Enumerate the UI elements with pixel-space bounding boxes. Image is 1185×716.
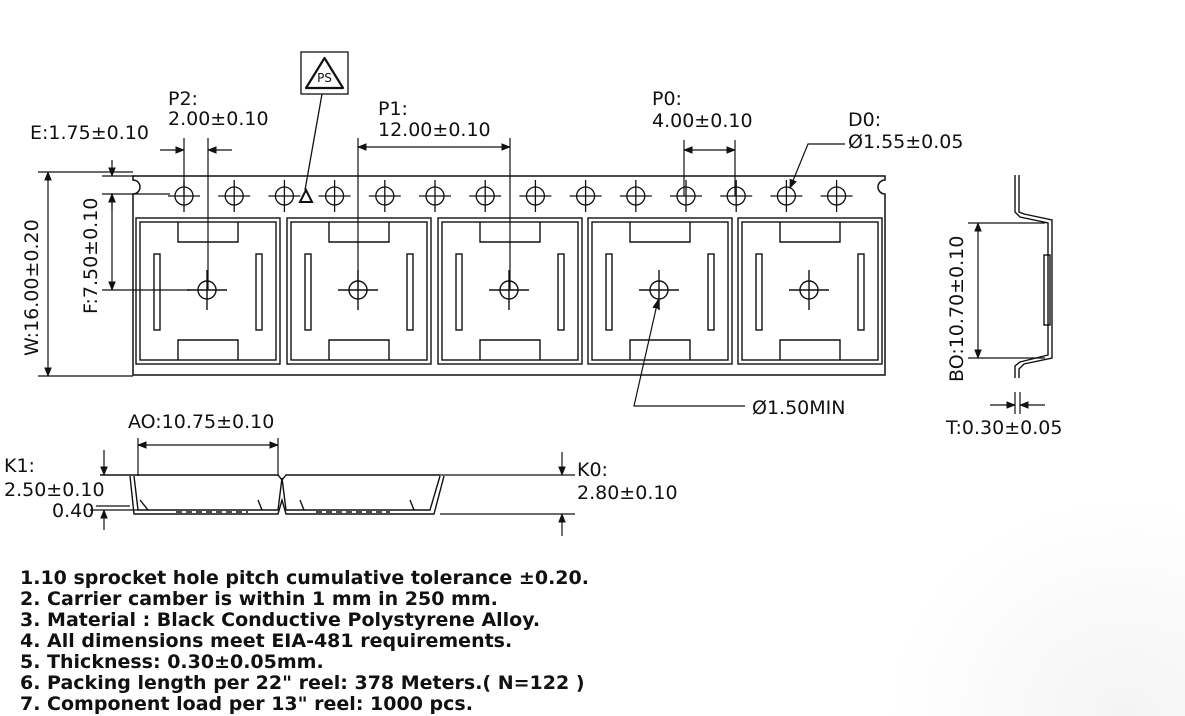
note-item: 3. Material : Black Conductive Polystyre…	[20, 609, 541, 631]
sprocket-hole	[569, 180, 602, 212]
e-label: E:1.75±0.10	[30, 122, 149, 144]
sprocket-hole	[720, 180, 753, 212]
sprocket-hole	[670, 180, 702, 212]
p0-value: 4.00±0.10	[652, 110, 753, 132]
note-item: 6. Packing length per 22" reel: 378 Mete…	[20, 672, 585, 694]
p0-label: P0:	[652, 88, 682, 110]
sprocket-hole	[318, 180, 351, 212]
sprocket-hole	[619, 180, 652, 212]
tape-side-view	[1014, 175, 1053, 378]
f-label: F:7.50±0.10	[80, 198, 102, 314]
t-label: T:0.30±0.05	[945, 417, 1062, 439]
pocket-center-hole	[187, 270, 227, 310]
w-label: W:16.00±0.20	[21, 219, 43, 356]
recycle-code: PS	[317, 71, 332, 85]
sprocket-hole	[820, 180, 853, 212]
d0-label: D0:	[848, 109, 881, 131]
k1-label: K1:	[4, 455, 35, 477]
note-item: 7. Component load per 13" reel: 1000 pcs…	[20, 693, 473, 715]
note-item: 1.10 sprocket hole pitch cumulative tole…	[20, 567, 589, 589]
sprocket-hole	[268, 180, 301, 212]
p1-label: P1:	[378, 98, 408, 120]
k0-value: 2.80±0.10	[577, 482, 678, 504]
d0-value: Ø1.55±0.05	[848, 131, 963, 153]
p2-value: 2.00±0.10	[168, 108, 269, 130]
sprocket-hole	[368, 180, 401, 212]
sprocket-hole	[419, 180, 451, 212]
sprocket-hole	[469, 180, 502, 212]
tape-outline	[132, 175, 886, 376]
note-item: 4. All dimensions meet EIA-481 requireme…	[20, 630, 513, 652]
pocket	[587, 217, 733, 365]
tape-top-view	[132, 175, 886, 376]
p1-value: 12.00±0.10	[378, 119, 491, 141]
d1-label: Ø1.50MIN	[752, 397, 845, 419]
sprocket-hole	[770, 180, 803, 212]
tape-cross-section	[100, 474, 445, 515]
note-item: 5. Thickness: 0.30±0.05mm.	[20, 651, 324, 673]
pocket-center-hole	[489, 270, 529, 310]
pocket-center-hole	[789, 270, 829, 310]
k0-label: K0:	[577, 459, 608, 481]
ao-label: AO:10.75±0.10	[128, 411, 274, 433]
sprocket-hole	[218, 180, 251, 212]
pocket	[286, 217, 432, 365]
pocket-row	[135, 217, 883, 365]
notes-list: 1.10 sprocket hole pitch cumulative tole…	[20, 568, 589, 715]
sprocket-hole-row	[168, 180, 853, 212]
k1-thickness-label: 0.40	[52, 500, 94, 522]
pocket-center-hole	[639, 270, 679, 310]
k1-value: 2.50±0.10	[4, 479, 105, 501]
pocket	[737, 217, 883, 365]
p2-label: P2:	[168, 88, 198, 110]
bo-label: BO:10.70±0.10	[946, 236, 968, 382]
recycle-ps-icon: PS	[300, 51, 349, 95]
sprocket-hole	[519, 180, 552, 212]
pocket	[135, 217, 281, 365]
note-item: 2. Carrier camber is within 1 mm in 250 …	[20, 588, 498, 610]
